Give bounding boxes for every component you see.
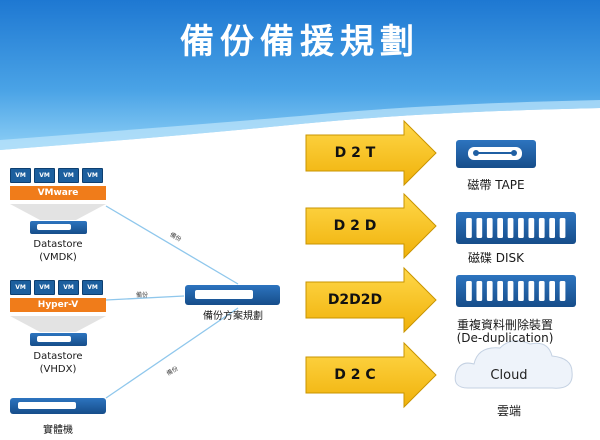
disk-slot [476,281,483,301]
disk-slot [559,281,566,301]
hyperv-datastore-line2: (VHDX) [39,364,77,375]
backup-plan-device [185,285,280,305]
disk-slot [497,281,503,301]
disk-slot [486,218,493,238]
dedup-array-device [456,275,576,307]
vmware-datastore-line2: (VMDK) [39,252,77,263]
vmware-datastore-line1: Datastore [33,239,83,250]
disk-slot [466,281,472,301]
disk-slot [507,281,514,301]
hyperv-datastore-line1: Datastore [33,351,83,362]
vmware-datastore-device [30,221,87,234]
vm-badge: VM [34,280,55,295]
disk-slot [507,218,514,238]
arrow-label-d2d: D 2 D [333,218,377,234]
hyperv-funnel [10,316,106,332]
page-title: 備份備援規劃 [180,22,420,62]
arrow-d2d2d [305,266,437,334]
cloud-inner-label: Cloud [490,368,528,383]
disk-slot [518,281,524,301]
hyperv-datastore-label: Datastore (VHDX) [18,350,98,376]
connector-physical [105,307,239,399]
disk-slot [497,218,503,238]
arrow-d2c [305,341,437,409]
backup-plan-label: 備份方案規劃 [203,311,263,322]
cloud-shape [454,340,573,389]
vm-badge: VM [82,168,103,183]
vm-badge: VM [82,280,103,295]
vm-badge: VM [34,168,55,183]
disk-slot [518,218,524,238]
arrow-d2d [305,192,437,260]
disk-slot [559,218,566,238]
dedup-label-line2: (De-duplication) [456,331,554,345]
vm-badge: VM [10,168,31,183]
disk-slot [486,281,493,301]
vmware-platform-bar: VMware [10,186,106,200]
disk-slot [538,281,545,301]
disk-slot [549,281,555,301]
physical-server-device [10,398,106,414]
connector-hyperv [105,295,185,301]
disk-slot [528,218,535,238]
arrow-d2t [305,119,437,187]
hyperv-datastore-device [30,333,87,346]
arrow-label-d2c: D 2 C [334,367,376,383]
physical-server-label: 實體機 [43,425,73,436]
disk-slot [466,218,472,238]
arrow-label-d2t: D 2 T [334,145,376,161]
vm-badge: VM [58,168,79,183]
vmware-datastore-label: Datastore (VMDK) [18,238,98,264]
disk-label: 磁碟 DISK [467,251,525,265]
disk-slot [549,218,555,238]
disk-slot [538,218,545,238]
tape-label: 磁帶 TAPE [467,178,525,192]
arrow-label-d2d2d: D2D2D [327,292,383,308]
vm-badge: VM [58,280,79,295]
connector-vmware [105,205,239,285]
dedup-label-line1: 重複資料刪除裝置 [456,318,553,332]
hyperv-platform-bar: Hyper-V [10,298,106,312]
vm-badge: VM [10,280,31,295]
disk-slot [528,281,535,301]
vmware-funnel [10,204,106,220]
disk-slot [476,218,483,238]
cloud-caption: 雲端 [496,404,521,418]
edge-label-hyperv: 備份 [136,292,149,299]
banner-glow [0,100,600,150]
tape-device [456,140,536,168]
disk-array-device [456,212,576,244]
